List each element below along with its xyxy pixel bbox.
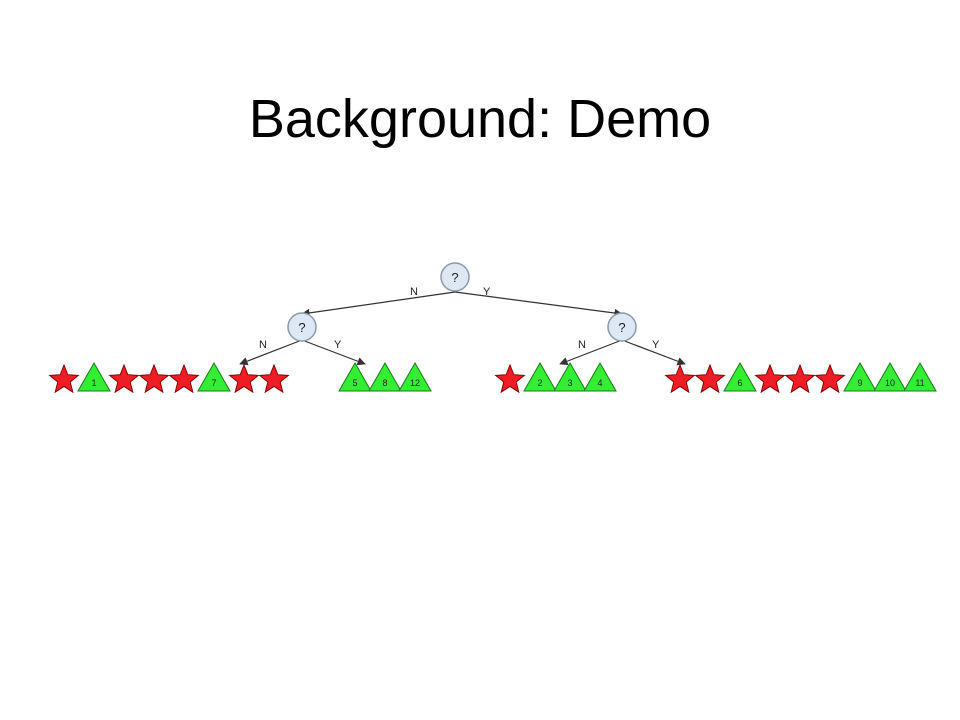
star-icon <box>754 363 786 394</box>
leaf-left-left-4 <box>168 363 200 394</box>
star-icon <box>664 363 696 394</box>
star-icon <box>814 363 846 394</box>
triangle-icon <box>77 361 111 392</box>
triangle-icon <box>338 361 372 392</box>
leaf-left-left-7 <box>258 363 290 394</box>
slide-title: Background: Demo <box>248 89 712 149</box>
root-node-label: ? <box>451 270 458 285</box>
leaf-right-right-8: 11 <box>903 361 937 392</box>
right-node-label: ? <box>618 320 625 335</box>
edge-left-right <box>301 339 366 366</box>
triangle-icon <box>197 361 231 392</box>
edge-root-left <box>301 291 456 318</box>
root-node: ? <box>440 262 470 292</box>
triangle-icon <box>843 361 877 392</box>
star-icon <box>228 363 260 394</box>
leaf-right-right-7: 10 <box>873 361 907 392</box>
star-icon <box>48 363 80 394</box>
star-icon <box>168 363 200 394</box>
triangle-icon <box>903 361 937 392</box>
leaf-right-left-0 <box>494 363 526 394</box>
leaf-right-right-1 <box>694 363 726 394</box>
leaf-left-right-1: 8 <box>368 361 402 392</box>
edge-label-right-right: Y <box>652 339 660 351</box>
leaf-right-right-2: 6 <box>723 361 757 392</box>
triangle-icon <box>553 361 587 392</box>
edge-label-root-right: Y <box>483 286 491 298</box>
leaf-label: 9 <box>857 378 862 388</box>
leaf-label: 2 <box>537 378 542 388</box>
leaf-right-right-6: 9 <box>843 361 877 392</box>
leaf-right-right-5 <box>814 363 846 394</box>
triangle-icon <box>723 361 757 392</box>
leaf-left-left-2 <box>108 363 140 394</box>
leaf-left-right-2: 12 <box>398 361 432 392</box>
leaf-label: 1 <box>91 378 96 388</box>
leaf-right-left-3: 4 <box>583 361 617 392</box>
leaf-label: 10 <box>885 378 895 388</box>
edge-label-root-left: N <box>410 286 418 298</box>
leaf-left-left-3 <box>138 363 170 394</box>
leaf-label: 6 <box>737 378 742 388</box>
leaf-label: 5 <box>352 378 357 388</box>
leaf-left-left-1: 1 <box>77 361 111 392</box>
edge-label-left-left: N <box>259 339 267 351</box>
star-icon <box>258 363 290 394</box>
leaf-label: 4 <box>597 378 602 388</box>
leaf-right-left-2: 3 <box>553 361 587 392</box>
leaf-label: 7 <box>211 378 216 388</box>
triangle-icon <box>583 361 617 392</box>
leaf-label: 8 <box>382 378 387 388</box>
leaf-label: 3 <box>567 378 572 388</box>
star-icon <box>138 363 170 394</box>
edge-right-right <box>621 339 686 366</box>
leaf-label: 12 <box>410 378 420 388</box>
star-icon <box>108 363 140 394</box>
left-node: ? <box>287 312 317 342</box>
star-icon <box>784 363 816 394</box>
leaf-right-right-3 <box>754 363 786 394</box>
triangle-icon <box>523 361 557 392</box>
star-icon <box>694 363 726 394</box>
leaf-label: 11 <box>915 378 924 388</box>
leaf-right-left-1: 2 <box>523 361 557 392</box>
edge-label-left-right: Y <box>334 339 342 351</box>
leaf-row: 1 7 5 8 12 2 3 4 6 9 10 11 <box>48 361 937 394</box>
right-node: ? <box>607 312 637 342</box>
triangle-icon <box>873 361 907 392</box>
triangle-icon <box>398 361 432 392</box>
edge-left-left <box>239 339 303 366</box>
leaf-right-right-0 <box>664 363 696 394</box>
edge-root-right <box>454 291 623 318</box>
leaf-right-right-4 <box>784 363 816 394</box>
leaf-left-right-0: 5 <box>338 361 372 392</box>
triangle-icon <box>368 361 402 392</box>
edge-right-left <box>559 339 623 366</box>
leaf-left-left-6 <box>228 363 260 394</box>
left-node-label: ? <box>298 320 305 335</box>
leaf-left-left-5: 7 <box>197 361 231 392</box>
star-icon <box>494 363 526 394</box>
leaf-left-left-0 <box>48 363 80 394</box>
edge-label-right-left: N <box>578 339 586 351</box>
